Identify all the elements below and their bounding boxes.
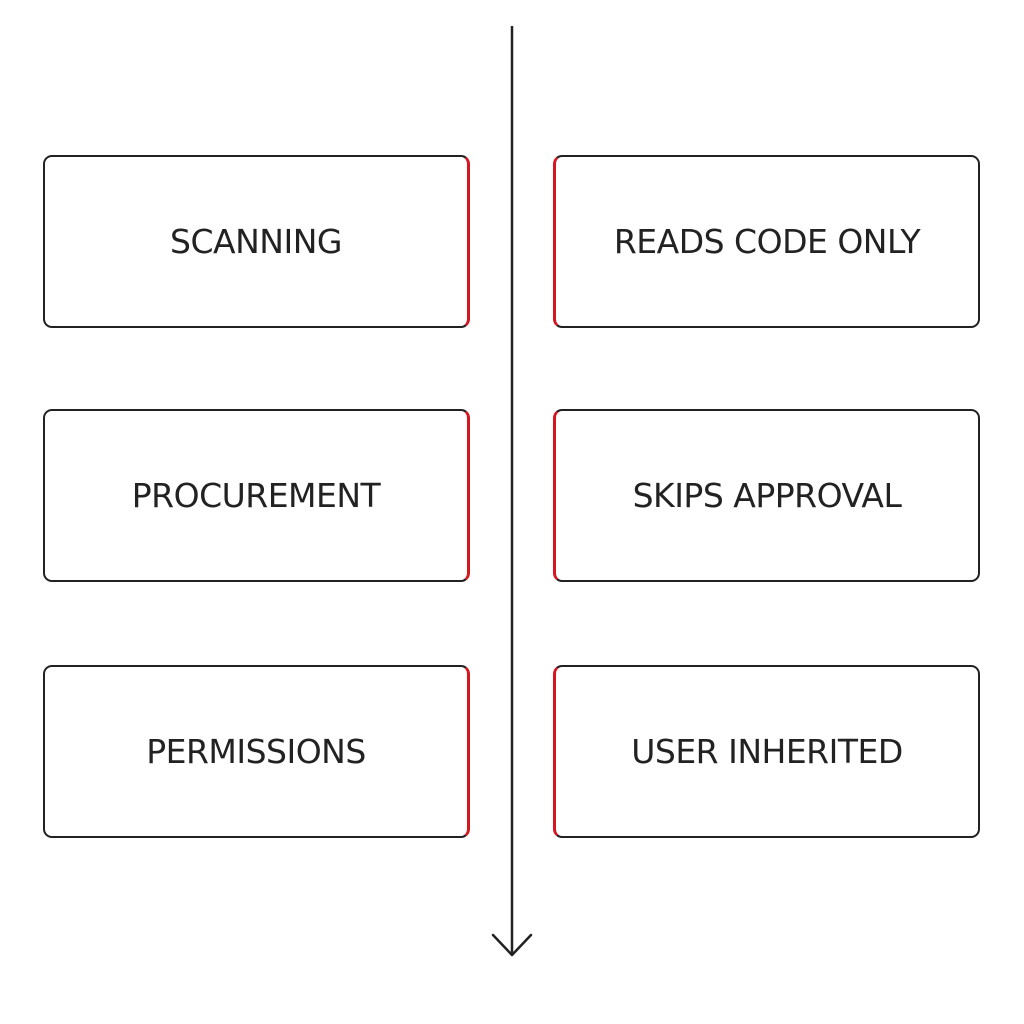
left-box-1: SCANNING	[43, 155, 470, 328]
left-box-1-label: SCANNING	[170, 222, 342, 261]
left-box-2-label: PROCUREMENT	[131, 476, 381, 515]
arrow-down-icon	[491, 933, 533, 957]
left-box-3: PERMISSIONS	[43, 665, 470, 838]
left-box-3-label: PERMISSIONS	[146, 732, 366, 771]
left-box-2: PROCUREMENT	[43, 409, 470, 582]
right-box-1-label: READS CODE ONLY	[613, 222, 921, 261]
right-box-1: READS CODE ONLY	[553, 155, 980, 328]
right-box-3: USER INHERITED	[553, 665, 980, 838]
right-box-2: SKIPS APPROVAL	[553, 409, 980, 582]
right-box-3-label: USER INHERITED	[631, 732, 903, 771]
right-box-2-label: SKIPS APPROVAL	[632, 476, 902, 515]
